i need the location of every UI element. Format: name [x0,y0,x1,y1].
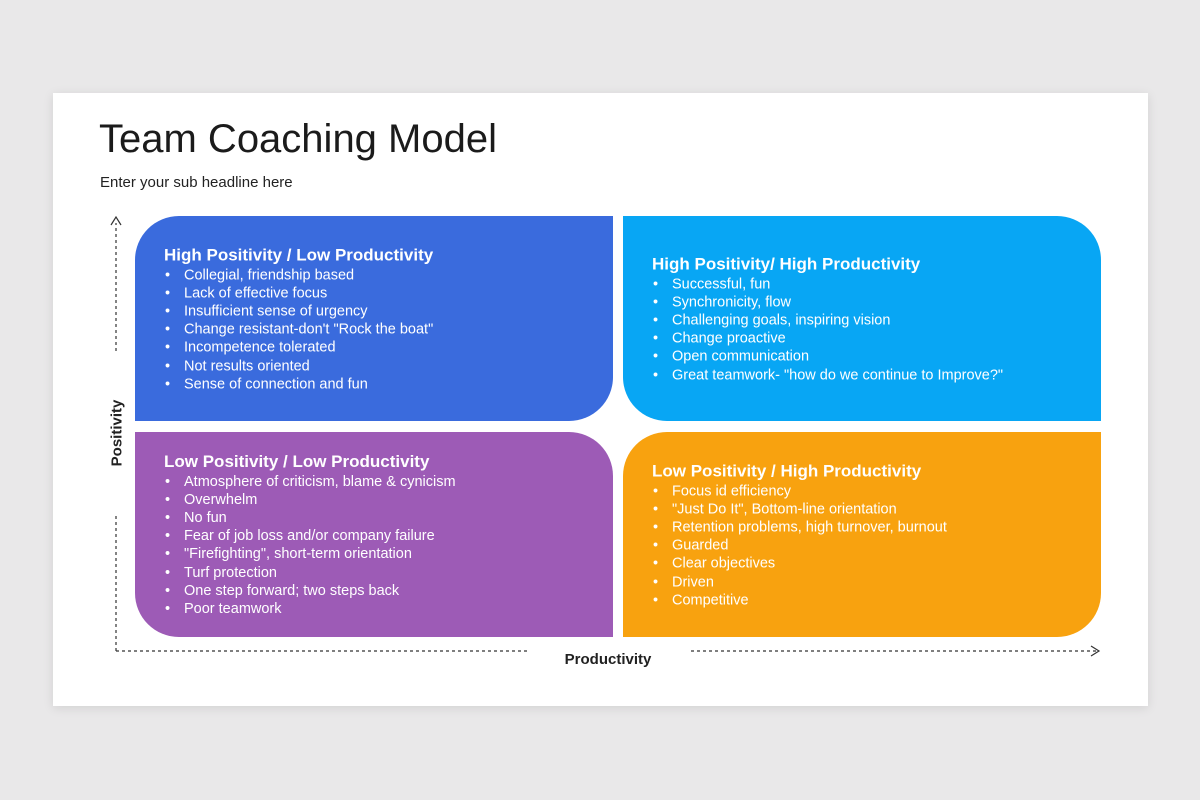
list-item: "Just Do It", Bottom-line orientation [652,500,1091,518]
list-item: "Firefighting", short-term orientation [164,546,603,564]
quadrant-high-positivity-low-productivity: High Positivity / Low Productivity Colle… [135,216,613,421]
list-item: Successful, fun [652,275,1091,293]
list-item: Fear of job loss and/or company failure [164,527,603,545]
list-item: Collegial, friendship based [164,266,603,284]
slide-title: Team Coaching Model [99,117,497,161]
list-item: Incompetence tolerated [164,339,603,357]
list-item: Challenging goals, inspiring vision [652,311,1091,329]
list-item: Clear objectives [652,555,1091,573]
y-axis-arrow-icon [110,215,122,226]
quadrant-list: Collegial, friendship basedLack of effec… [164,266,603,394]
list-item: Not results oriented [164,357,603,375]
list-item: Overwhelm [164,491,603,509]
quadrant-low-positivity-low-productivity: Low Positivity / Low Productivity Atmosp… [135,432,613,637]
list-item: Poor teamwork [164,600,603,618]
axes [110,215,1101,657]
list-item: Synchronicity, flow [652,293,1091,311]
list-item: Change proactive [652,330,1091,348]
quadrant-list: Focus id efficiency"Just Do It", Bottom-… [652,482,1091,610]
list-item: Open communication [652,348,1091,366]
quadrant-title: Low Positivity / Low Productivity [164,451,430,471]
quadrant-high-positivity-high-productivity: High Positivity/ High Productivity Succe… [623,216,1101,421]
list-item: Atmosphere of criticism, blame & cynicis… [164,473,603,491]
list-item: One step forward; two steps back [164,582,603,600]
quadrant-low-positivity-high-productivity: Low Positivity / High Productivity Focus… [623,432,1101,637]
list-item: Focus id efficiency [652,482,1091,500]
slide-subtitle: Enter your sub headline here [100,174,293,191]
slide: Team Coaching Model Enter your sub headl… [53,93,1148,706]
list-item: No fun [164,509,603,527]
x-axis-label: Productivity [564,651,652,668]
quadrant-title: High Positivity / Low Productivity [164,244,434,264]
list-item: Lack of effective focus [164,284,603,302]
list-item: Competitive [652,591,1091,609]
quadrant-title: High Positivity/ High Productivity [652,253,921,273]
quadrant-list: Atmosphere of criticism, blame & cynicis… [164,473,603,619]
quadrant-list: Successful, funSynchronicity, flowChalle… [652,275,1091,384]
list-item: Driven [652,573,1091,591]
quadrant-title: Low Positivity / High Productivity [652,460,922,480]
list-item: Sense of connection and fun [164,375,603,393]
list-item: Turf protection [164,564,603,582]
list-item: Retention problems, high turnover, burno… [652,518,1091,536]
list-item: Insufficient sense of urgency [164,302,603,320]
list-item: Change resistant-don't "Rock the boat" [164,320,603,338]
list-item: Great teamwork- "how do we continue to I… [652,366,1091,384]
y-axis-label: Positivity [108,399,126,467]
x-axis-arrow-icon [1090,645,1101,657]
list-item: Guarded [652,536,1091,554]
